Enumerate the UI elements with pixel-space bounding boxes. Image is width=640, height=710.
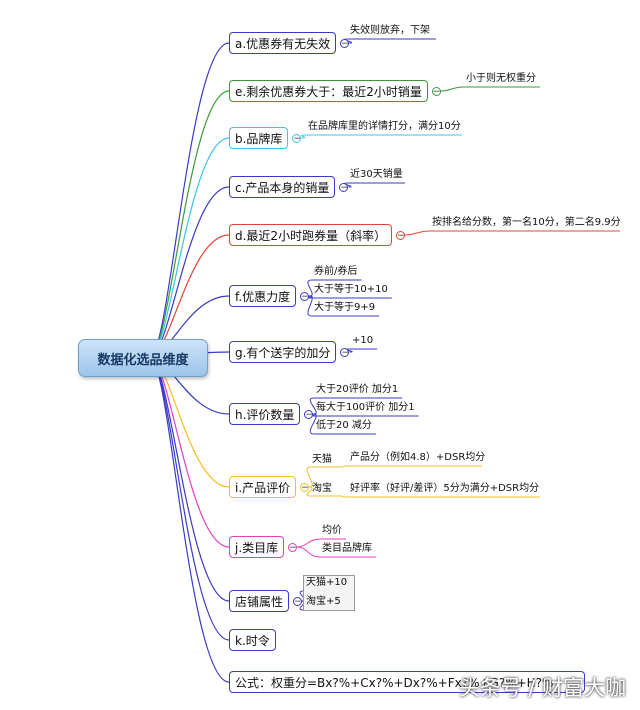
leaf-label[interactable]: 淘宝+5 bbox=[306, 596, 341, 607]
branch-connector bbox=[149, 42, 230, 358]
leaf-label[interactable]: 产品分（例如4.8）+DSR均分 bbox=[350, 452, 486, 463]
collapse-toggle-icon[interactable]: − bbox=[396, 230, 406, 241]
collapse-toggle-icon[interactable]: − bbox=[304, 409, 314, 420]
leaf-label[interactable]: 券前/券后 bbox=[314, 266, 358, 277]
branch-connector bbox=[149, 356, 230, 683]
leaf-label[interactable]: +10 bbox=[352, 335, 374, 346]
leaf-connector bbox=[301, 134, 307, 139]
branch-node-6[interactable]: f.优惠力度 bbox=[229, 285, 297, 307]
leaf-label[interactable]: 天猫+10 bbox=[306, 577, 348, 588]
branch-node-11[interactable]: 店铺属性 bbox=[229, 590, 290, 612]
branch-connector bbox=[149, 356, 230, 641]
collapse-toggle-icon[interactable]: − bbox=[293, 596, 303, 607]
branch-node-1[interactable]: a.优惠券有无失效 bbox=[229, 32, 337, 54]
sub-node-label[interactable]: 天猫 bbox=[312, 454, 332, 465]
sub-connector bbox=[306, 486, 313, 497]
leaf-label[interactable]: 近30天销量 bbox=[350, 169, 403, 180]
leaf-connector bbox=[307, 295, 313, 317]
leaf-label[interactable]: 在品牌库里的详情打分，满分10分 bbox=[308, 121, 461, 132]
branch-node-4[interactable]: c.产品本身的销量 bbox=[229, 176, 336, 198]
leaf-connector bbox=[405, 230, 431, 236]
leaf-label[interactable]: 按排名给分数，第一名10分，第二名9.9分 bbox=[432, 217, 621, 228]
collapse-toggle-icon[interactable]: − bbox=[288, 542, 298, 553]
leaf-connector bbox=[309, 413, 317, 435]
leaf-label[interactable]: 均价 bbox=[322, 525, 342, 536]
branch-node-8[interactable]: h.评价数量 bbox=[229, 403, 301, 425]
leaf-label[interactable]: 大于等于9+9 bbox=[314, 302, 376, 313]
leaf-connector bbox=[339, 495, 349, 498]
leaf-label[interactable]: 低于20 减分 bbox=[316, 420, 372, 431]
collapse-toggle-icon[interactable]: − bbox=[340, 347, 350, 358]
collapse-toggle-icon[interactable]: − bbox=[292, 133, 302, 144]
sub-connector bbox=[306, 466, 313, 488]
watermark: 头条号 / 财富大咖 bbox=[458, 676, 626, 700]
branch-node-2[interactable]: e.剩余优惠券大于：最近2小时销量 bbox=[229, 80, 428, 102]
collapse-toggle-icon[interactable]: − bbox=[339, 182, 349, 193]
branch-node-5[interactable]: d.最近2小时跑券量（斜率） bbox=[229, 224, 393, 246]
leaf-connector bbox=[297, 538, 321, 548]
branch-node-10[interactable]: j.类目库 bbox=[229, 536, 285, 558]
leaf-label[interactable]: 大于等于10+10 bbox=[314, 284, 388, 295]
leaf-label[interactable]: 每大于100评价 加分1 bbox=[316, 402, 415, 413]
leaf-label[interactable]: 好评率（好评/差评）5分为满分+DSR均分 bbox=[350, 483, 540, 494]
leaf-label[interactable]: 类目品牌库 bbox=[322, 543, 372, 554]
branch-node-12[interactable]: k.时令 bbox=[229, 629, 276, 651]
branch-node-3[interactable]: b.品牌库 bbox=[229, 127, 289, 149]
collapse-toggle-icon[interactable]: − bbox=[431, 86, 441, 97]
leaf-label[interactable]: 失效则放弃，下架 bbox=[350, 25, 430, 36]
leaf-group-box bbox=[303, 575, 355, 611]
collapse-toggle-icon[interactable]: − bbox=[300, 291, 310, 302]
leaf-connector bbox=[297, 546, 321, 558]
branch-node-7[interactable]: g.有个送字的加分 bbox=[229, 341, 337, 363]
branch-node-9[interactable]: i.产品评价 bbox=[229, 476, 297, 498]
collapse-toggle-icon[interactable]: − bbox=[300, 482, 310, 493]
leaf-connector bbox=[339, 465, 349, 468]
leaf-label[interactable]: 大于20评价 加分1 bbox=[316, 384, 399, 395]
sub-node-label[interactable]: 淘宝 bbox=[312, 483, 332, 494]
root-node[interactable]: 数据化选品维度 bbox=[78, 339, 208, 377]
branch-node-13[interactable]: 公式：权重分=Bx?%+Cx?%+Dx?%+Fx?%+G?%+H?% bbox=[229, 671, 585, 693]
collapse-toggle-icon[interactable]: − bbox=[340, 38, 350, 49]
leaf-connector bbox=[440, 86, 465, 92]
leaf-label[interactable]: 小于则无权重分 bbox=[466, 73, 536, 84]
